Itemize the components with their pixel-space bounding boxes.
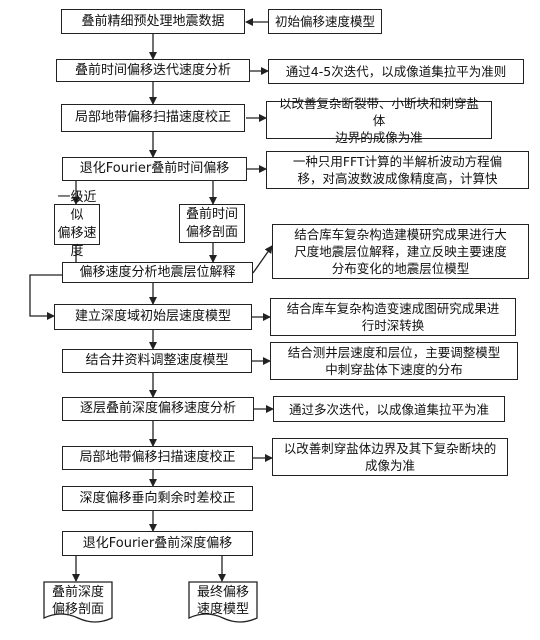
note-salt-boundary-imaging: 以改善刺穿盐体边界及其下复杂断块的 成像为准 <box>272 438 508 476</box>
note-time-depth-conversion: 结合库车复杂构造变速成图研究成果进 行时深转换 <box>270 298 516 336</box>
note-fft-migration: 一种只用FFT计算的半解析波动方程偏 移，对高波数波成像精度高，计算快 <box>266 151 529 189</box>
step-fourier-psdm: 退化Fourier叠前深度偏移 <box>62 531 253 556</box>
step-horizon-interpretation: 偏移速度分析地震层位解释 <box>62 262 253 283</box>
output-shape-velocity-model <box>188 581 258 623</box>
output-shape-depth-section <box>43 581 113 623</box>
branch-first-order-velocity: 一级近似 偏移速度 <box>54 190 100 259</box>
arrow-step5-note5 <box>252 245 273 274</box>
step-preprocess-seismic: 叠前精细预处理地震数据 <box>61 9 245 34</box>
step-depth-initial-model: 建立深度域初始层速度模型 <box>54 304 252 330</box>
step-pstm-velocity-analysis: 叠前时间偏移迭代速度分析 <box>56 59 250 82</box>
step-well-calibration: 结合井资料调整速度模型 <box>62 349 252 373</box>
step-local-scan-correction-time: 局部地带偏移扫描速度校正 <box>61 104 245 132</box>
step-psdm-velocity-analysis: 逐层叠前深度偏移速度分析 <box>62 397 254 421</box>
step-local-scan-correction-depth: 局部地带偏移扫描速度校正 <box>62 446 253 470</box>
output-velocity-model-label: 最终偏移 速度模型 <box>196 585 249 617</box>
note-horizon-model: 结合库车复杂构造建模研究成果进行大 尺度地震层位解释，建立反映主要速度 分布变化… <box>272 224 529 279</box>
step-fourier-pstm: 退化Fourier叠前时间偏移 <box>62 157 247 181</box>
note-well-log-adjust: 结合测井层速度和层位，主要调整模型 中刺穿盐体下速度的分布 <box>270 342 518 380</box>
step-residual-moveout: 深度偏移垂向剩余时差校正 <box>62 486 253 511</box>
note-multiple-iterations: 通过多次迭代，以成像道集拉平为准 <box>273 396 505 422</box>
note-iterations: 通过4-5次迭代，以成像道集拉平为准则 <box>268 59 524 84</box>
note-initial-velocity-model: 初始偏移速度模型 <box>268 9 382 34</box>
output-depth-section-label: 叠前深度 偏移剖面 <box>51 585 104 617</box>
note-improve-fault-imaging: 以改善复杂断裂带、小断块和刺穿盐体 边界的成像为准 <box>266 96 492 145</box>
branch-pstm-section: 叠前时间 偏移剖面 <box>179 204 245 243</box>
